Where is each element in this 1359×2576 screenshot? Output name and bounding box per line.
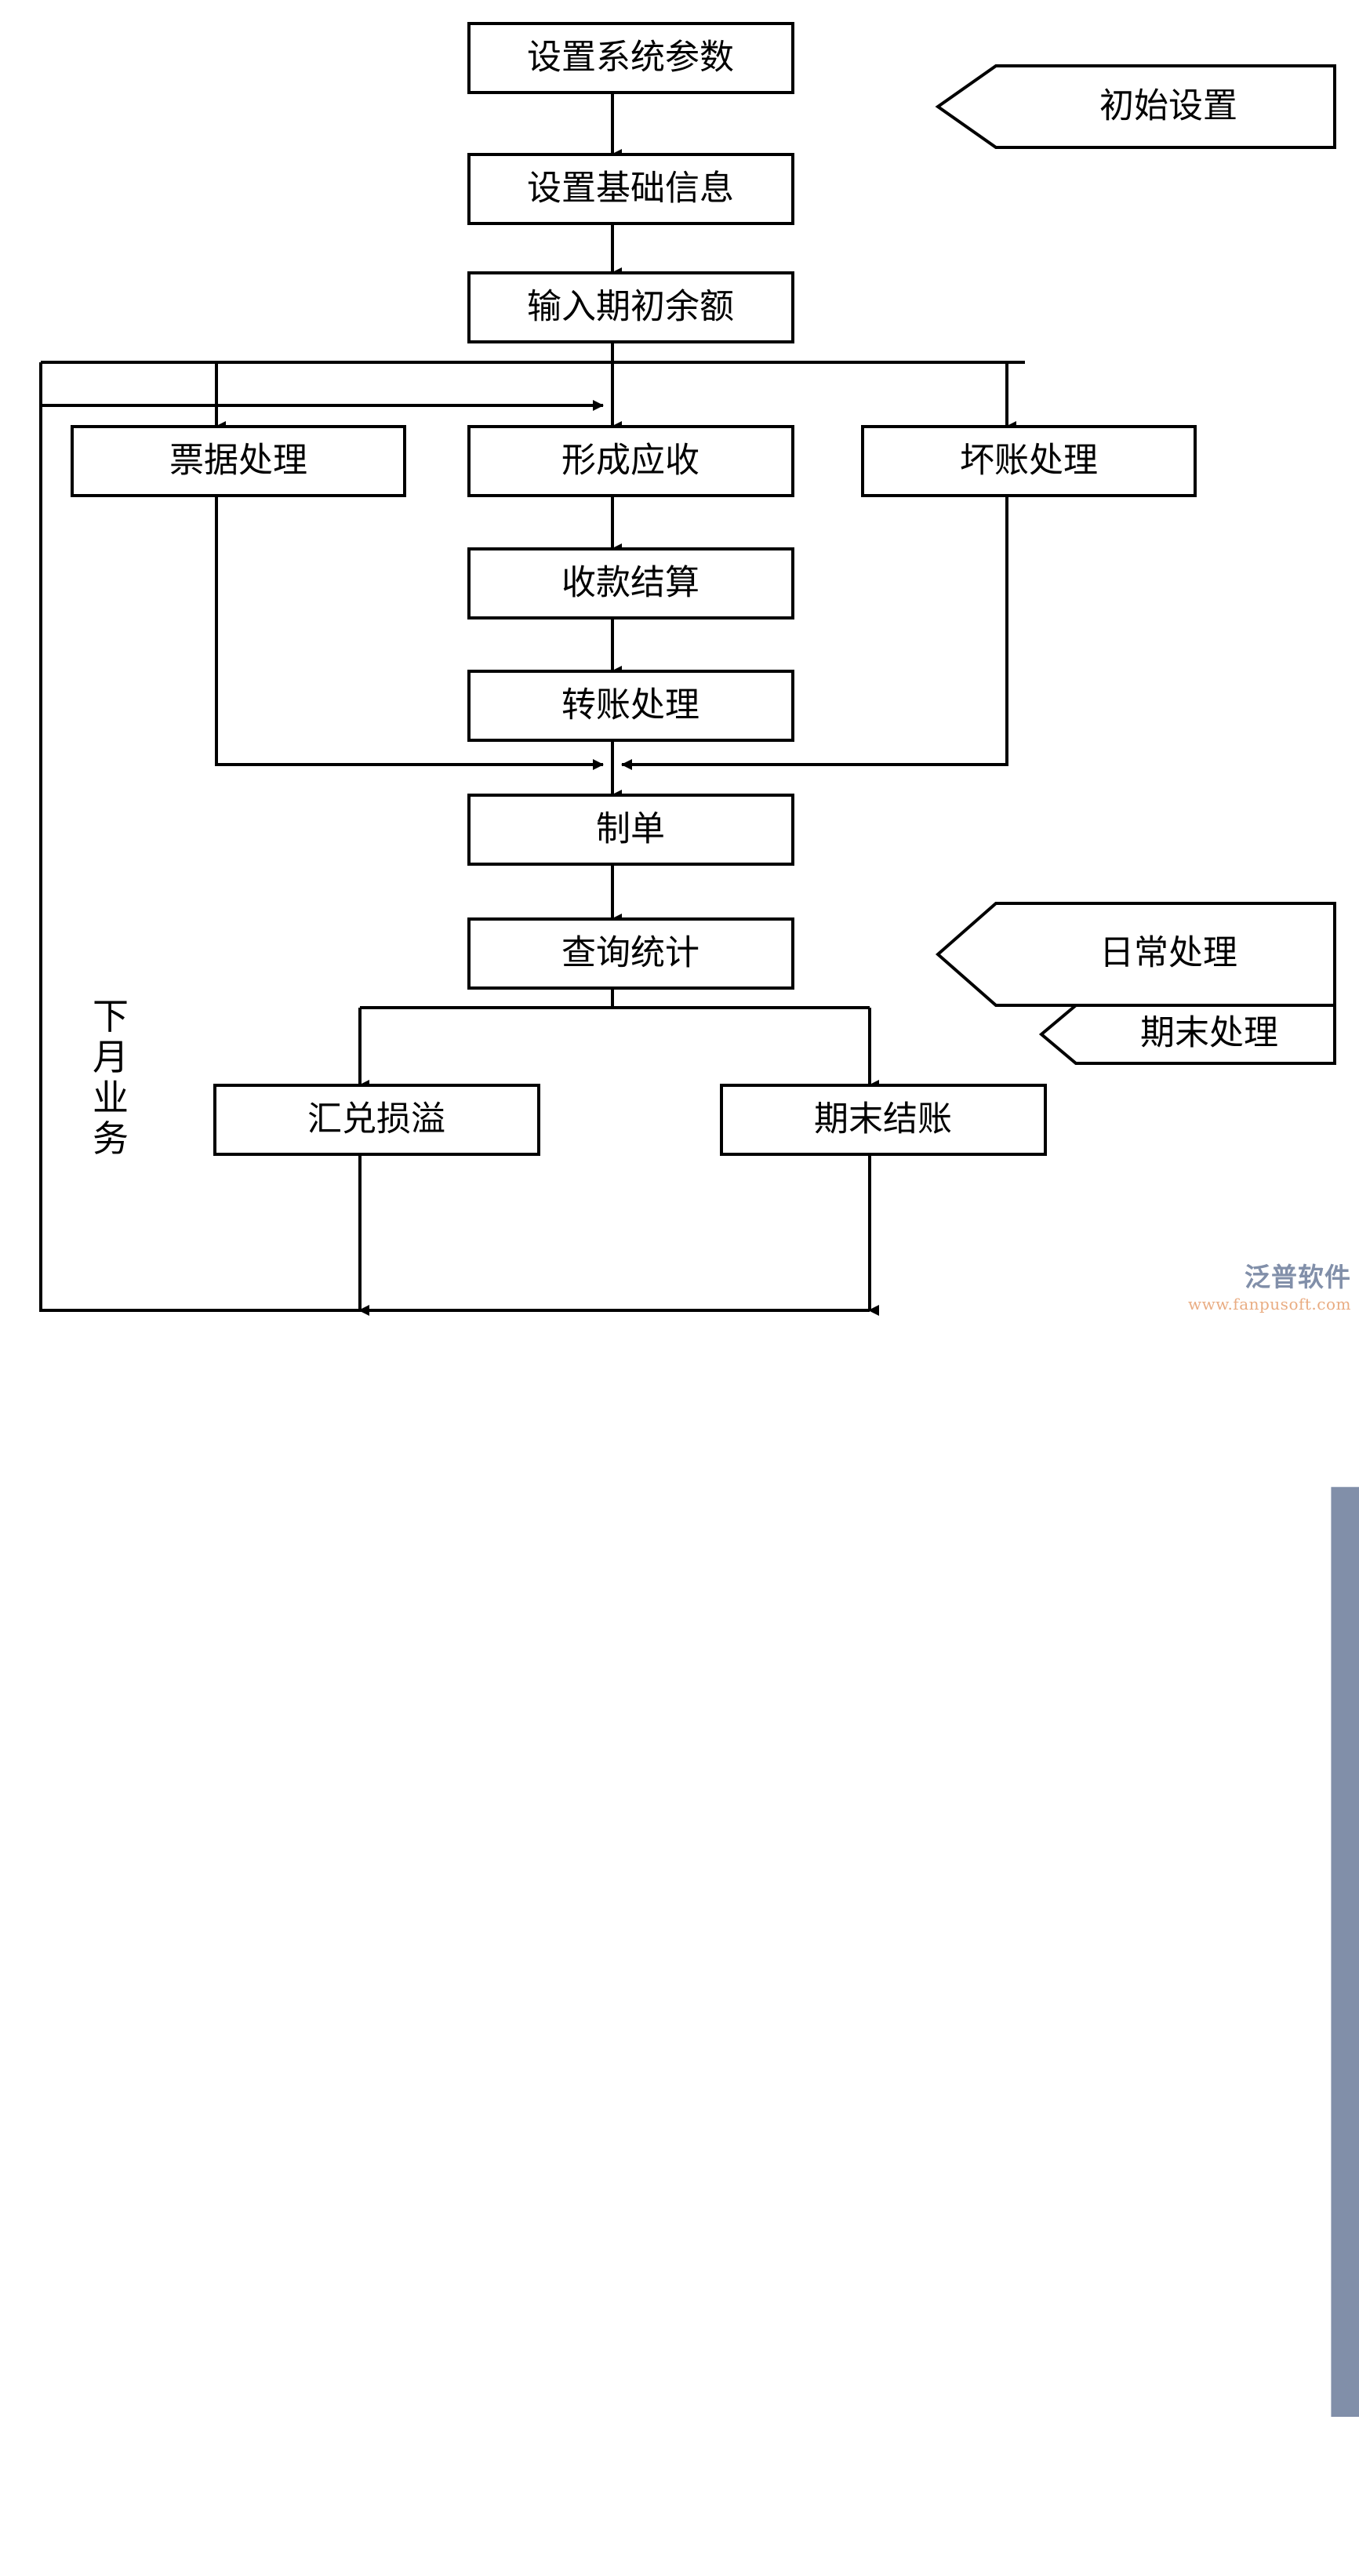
side-label-char-2: 月 bbox=[93, 1036, 129, 1078]
node-input-opening-balance[interactable]: 输入期初余额 bbox=[467, 271, 794, 343]
banner-period-end-processing[interactable]: 期末处理 bbox=[1038, 1004, 1336, 1065]
node-label: 制单 bbox=[596, 809, 665, 849]
banner-daily-processing[interactable]: 日常处理 bbox=[935, 902, 1336, 1007]
node-label: 期末结账 bbox=[814, 1099, 952, 1139]
node-exchange-gain-loss[interactable]: 汇兑损溢 bbox=[213, 1084, 540, 1156]
banner-label: 初始设置 bbox=[1099, 86, 1237, 126]
node-query-statistics[interactable]: 查询统计 bbox=[467, 917, 794, 990]
node-label: 坏账处理 bbox=[960, 441, 1098, 481]
node-label: 票据处理 bbox=[169, 441, 307, 481]
stage-banners: 初始设置 日常处理 期末处理 bbox=[935, 64, 1336, 1065]
node-label: 形成应收 bbox=[561, 441, 699, 481]
watermark-brand: 泛普软件 bbox=[1245, 1262, 1351, 1292]
side-label-char-1: 下 bbox=[93, 995, 129, 1037]
flowchart-canvas: 设置系统参数 设置基础信息 输入期初余额 票据处理 形成应收 坏账处理 bbox=[39, 22, 1359, 2417]
node-label: 设置基础信息 bbox=[527, 169, 734, 209]
node-bill-processing[interactable]: 票据处理 bbox=[71, 425, 406, 497]
node-receipt-settlement[interactable]: 收款结算 bbox=[467, 547, 794, 619]
flowchart-svg: 设置系统参数 设置基础信息 输入期初余额 票据处理 形成应收 坏账处理 bbox=[39, 22, 1336, 1316]
side-label-char-4: 务 bbox=[93, 1117, 129, 1160]
node-bad-debt-processing[interactable]: 坏账处理 bbox=[861, 425, 1197, 497]
banner-initial-setup[interactable]: 初始设置 bbox=[935, 64, 1336, 149]
node-period-end-closing[interactable]: 期末结账 bbox=[720, 1084, 1047, 1156]
side-label-char-3: 业 bbox=[93, 1077, 129, 1119]
node-label: 汇兑损溢 bbox=[307, 1099, 445, 1139]
node-form-receivable[interactable]: 形成应收 bbox=[467, 425, 794, 497]
edge-n4-merge bbox=[215, 496, 604, 770]
node-label: 输入期初余额 bbox=[527, 287, 734, 327]
watermark-row: 泛普软件 bbox=[1240, 1256, 1359, 2417]
connectors bbox=[39, 93, 1025, 1316]
node-label: 收款结算 bbox=[561, 563, 699, 603]
side-label-next-month-business: 下 月 业 务 bbox=[93, 995, 129, 1160]
node-set-system-params[interactable]: 设置系统参数 bbox=[467, 22, 794, 94]
process-nodes: 设置系统参数 设置基础信息 输入期初余额 票据处理 形成应收 坏账处理 bbox=[71, 22, 1197, 1156]
banner-label: 日常处理 bbox=[1099, 933, 1237, 973]
node-set-base-info[interactable]: 设置基础信息 bbox=[467, 153, 794, 225]
watermark: 泛普软件 www.fanpusoft.com bbox=[1187, 1256, 1359, 2417]
node-label: 查询统计 bbox=[561, 933, 699, 973]
feedback-loop bbox=[39, 362, 870, 1312]
banner-label: 期末处理 bbox=[1140, 1013, 1278, 1053]
watermark-url: www.fanpusoft.com bbox=[1187, 1295, 1351, 1313]
node-voucher-creation[interactable]: 制单 bbox=[467, 794, 794, 866]
node-label: 转账处理 bbox=[561, 685, 699, 725]
edge-n6-merge bbox=[621, 496, 1008, 770]
node-transfer-processing[interactable]: 转账处理 bbox=[467, 670, 794, 742]
node-label: 设置系统参数 bbox=[527, 38, 734, 78]
